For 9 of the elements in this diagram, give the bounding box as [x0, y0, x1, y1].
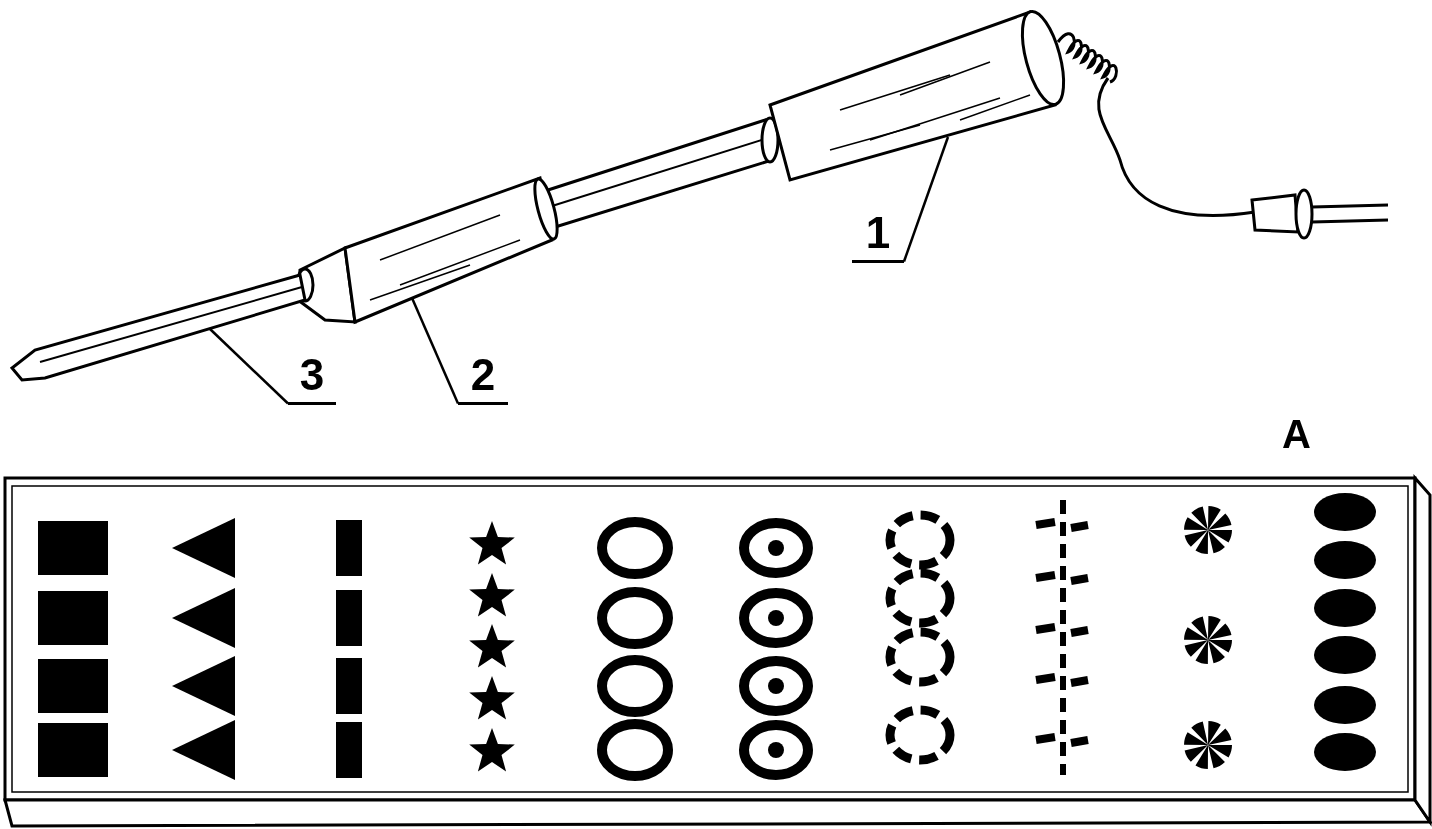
- callout-number: 2: [458, 350, 508, 405]
- handle-drawing: [343, 176, 559, 325]
- handle-drawing: [768, 9, 1066, 182]
- callout-number: 3: [288, 350, 336, 405]
- leader-line: [410, 297, 460, 404]
- callout-number: 1: [852, 208, 904, 263]
- view-label: A: [1282, 412, 1311, 456]
- leader-line: [902, 136, 950, 262]
- leader-line: [209, 328, 289, 405]
